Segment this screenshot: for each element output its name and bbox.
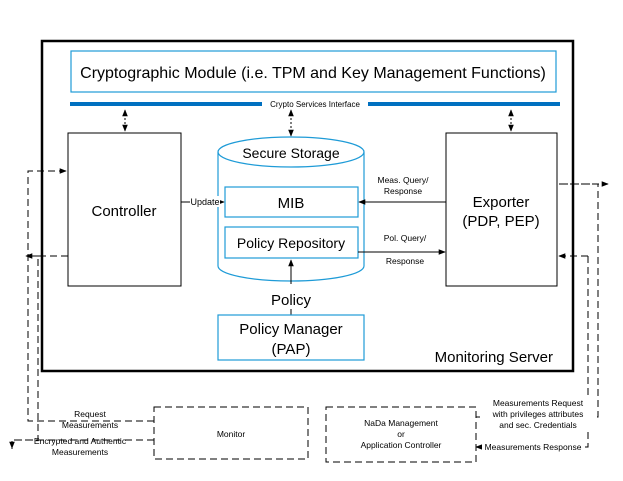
exporter-label-line2: (PDP, PEP) (462, 213, 539, 230)
policy-label: Policy (271, 292, 312, 309)
update-label: Update (190, 197, 219, 207)
monitor-label: Monitor (217, 429, 246, 439)
secure-storage-label: Secure Storage (242, 145, 339, 161)
encrypted-measurements-line2: Measurements (52, 447, 108, 457)
crypto-interface-label: Crypto Services Interface (270, 100, 360, 109)
pol-query-label-line1: Pol. Query/ (384, 233, 427, 243)
request-measurements-flow (27, 168, 154, 422)
request-measurements-line2: Measurements (62, 420, 118, 430)
controller-label: Controller (91, 203, 156, 220)
exporter-label-line1: Exporter (473, 194, 530, 211)
nada-label-line2: or (397, 429, 405, 439)
request-measurements-line1: Request (74, 409, 106, 419)
policy-manager-label-line1: Policy Manager (239, 321, 342, 338)
nada-box (325, 406, 477, 463)
policy-manager-box (217, 314, 365, 361)
nada-label-line1: NaDa Management (364, 418, 438, 428)
nada-label-line3: Application Controller (361, 440, 442, 450)
controller-box (67, 132, 182, 287)
mib-box (224, 186, 359, 218)
measurements-response-label: Measurements Response (485, 442, 582, 452)
pol-query-label-line2-visible: Response (386, 256, 425, 266)
meas-query-label-line1: Meas. Query/ (377, 175, 429, 185)
exporter-box (445, 132, 558, 287)
measurements-request-line2: with privileges attributes (492, 409, 584, 419)
encrypted-measurements-line1: Encrypted and Authentic (34, 436, 127, 446)
crypto-module-box (70, 50, 557, 93)
monitoring-server-box (40, 39, 575, 373)
mib-label: MIB (278, 195, 305, 212)
meas-query-label-line2: Response (384, 186, 423, 196)
crypto-module-label: Cryptographic Module (i.e. TPM and Key M… (80, 65, 546, 82)
secure-storage-top (217, 136, 365, 168)
policy-manager-label-line2: (PAP) (272, 341, 311, 358)
monitoring-server-label: Monitoring Server (435, 349, 553, 366)
measurements-request-line3: and sec. Credentials (499, 420, 577, 430)
policy-repository-box (224, 226, 359, 259)
encrypted-measurements-flow (11, 255, 68, 448)
measurements-request-line1: Measurements Request (493, 398, 584, 408)
policy-repository-label: Policy Repository (237, 235, 345, 251)
monitor-box (153, 406, 309, 460)
